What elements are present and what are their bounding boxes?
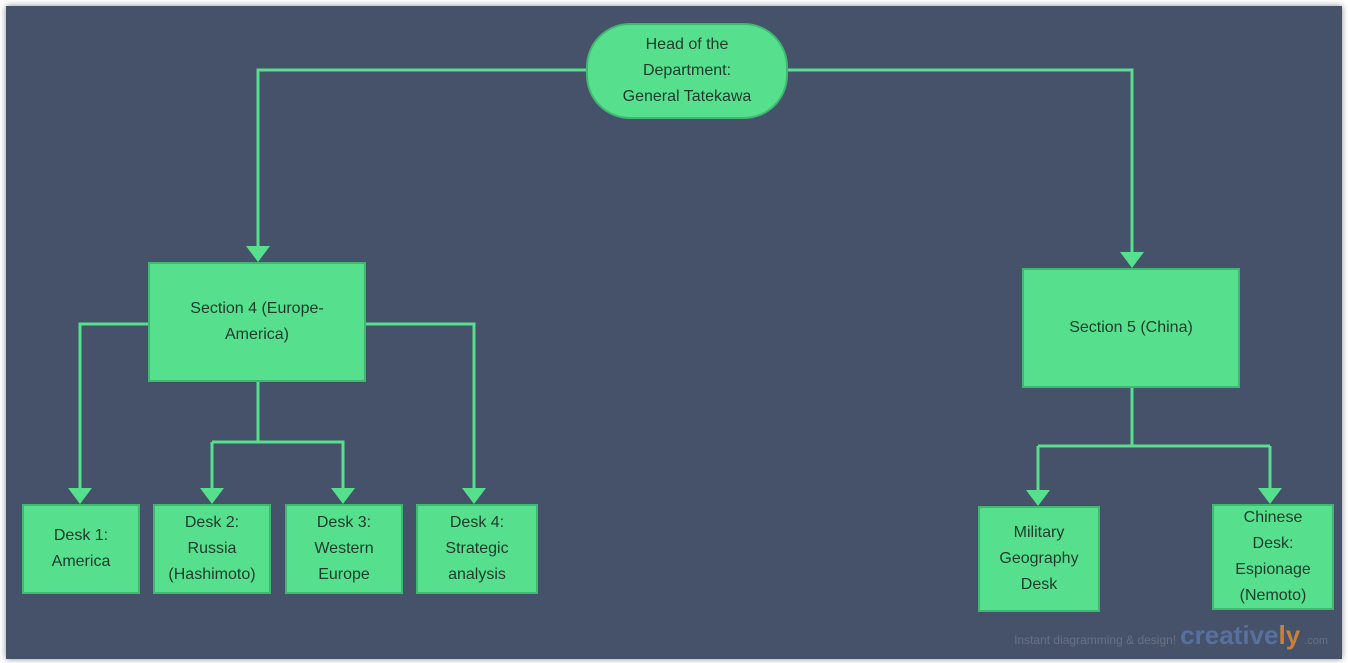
head-of-department-node[interactable]: Head of the Department: General Tatekawa [586,23,788,119]
chinese-desk-label: Chinese Desk: Espionage (Nemoto) [1235,509,1311,604]
creately-watermark: Instant diagramming & design! creatively… [1014,620,1328,651]
arrow-to-section4-icon [246,246,270,262]
desk-1-label: Desk 1: America [51,527,111,570]
arrow-to-desk3-icon [331,488,355,504]
section4-to-desk4-line [366,322,476,494]
arrow-to-chinese-icon [1258,488,1282,504]
section-5-label: Section 5 (China) [1069,319,1193,336]
watermark-tagline: Instant diagramming & design! [1014,633,1177,647]
arrow-to-desk1-icon [68,488,92,504]
watermark-logo: creatively [1180,620,1301,650]
section-4-label: Section 4 (Europe- America) [190,300,324,343]
arrow-to-military-icon [1026,490,1050,506]
section4-to-desk1-line [78,322,148,494]
desk-2-label: Desk 2: Russia (Hashimoto) [168,514,256,583]
head-of-department-label: Head of the Department: General Tatekawa [622,36,752,105]
desk-2-node[interactable]: Desk 2: Russia (Hashimoto) [153,504,271,594]
diagram-canvas: Head of the Department: General Tatekawa… [6,6,1342,659]
desk-3-label: Desk 3: Western Europe [314,514,374,583]
military-geography-desk-node[interactable]: Military Geography Desk [978,506,1100,612]
arrow-to-desk4-icon [462,488,486,504]
section4-to-desk3-line [212,440,345,494]
head-to-section5-line [788,68,1134,258]
military-geography-desk-label: Military Geography Desk [999,524,1079,593]
section-5-node[interactable]: Section 5 (China) [1022,268,1240,388]
chinese-desk-node[interactable]: Chinese Desk: Espionage (Nemoto) [1212,504,1334,610]
desk-1-node[interactable]: Desk 1: America [22,504,140,594]
desk-4-node[interactable]: Desk 4: Strategic analysis [416,504,538,594]
desk-4-label: Desk 4: Strategic analysis [445,514,509,583]
desk-3-node[interactable]: Desk 3: Western Europe [285,504,403,594]
section-4-node[interactable]: Section 4 (Europe- America) [148,262,366,382]
connector-layer [68,68,1282,506]
arrow-to-desk2-icon [200,488,224,504]
arrow-to-section5-icon [1120,252,1144,268]
head-to-section4-line [256,68,586,252]
watermark-domain: .com [1304,635,1328,647]
